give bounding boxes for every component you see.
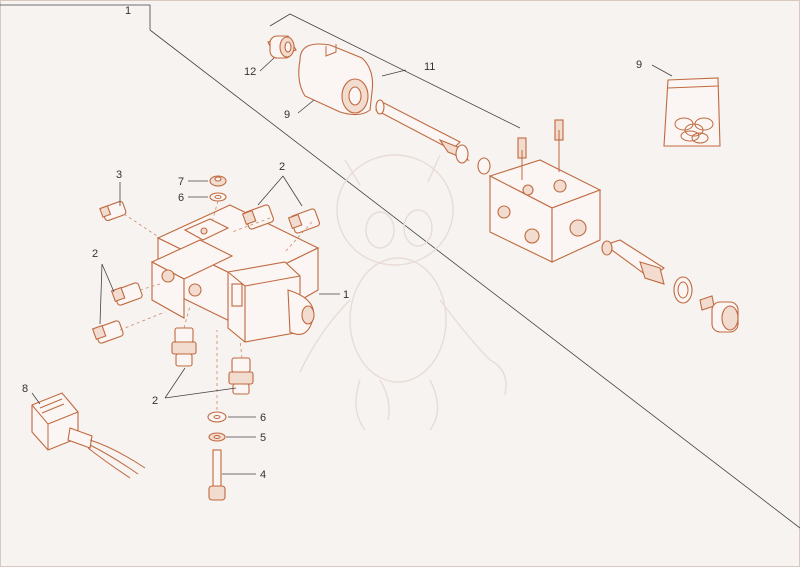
callout-9-coil: 9 — [284, 109, 290, 121]
callout-3: 3 — [116, 169, 122, 181]
callout-2-left: 2 — [92, 248, 98, 260]
callout-7: 7 — [178, 176, 184, 188]
washer-part-5 — [208, 432, 226, 442]
callout-1-right: 1 — [343, 289, 349, 301]
leader-lines — [31, 57, 673, 475]
callout-4: 4 — [260, 469, 266, 481]
dragon-watermark — [299, 154, 507, 431]
fitting-left-upper — [110, 282, 143, 306]
callout-11: 11 — [424, 61, 435, 73]
callout-8: 8 — [22, 383, 28, 395]
callout-2-top: 2 — [279, 161, 285, 173]
fitting-top-a — [241, 204, 274, 230]
callout-6-bottom: 6 — [260, 412, 266, 424]
fitting-part-3 — [99, 200, 127, 222]
valve-cartridge — [601, 239, 665, 285]
bolt-part-4 — [208, 449, 226, 501]
armature-tube-part-11 — [375, 99, 491, 175]
callout-1-top: 1 — [125, 5, 131, 17]
connector-part-8 — [31, 392, 146, 479]
callout-12: 12 — [244, 66, 256, 78]
nut-part-7 — [209, 175, 227, 187]
coil-part-9 — [298, 43, 374, 116]
o-ring-seal — [673, 276, 693, 304]
assembly-dashes-left — [119, 200, 313, 410]
fitting-bottom-b — [228, 357, 254, 395]
callout-6-top: 6 — [178, 192, 184, 204]
assembly-divider-line — [0, 4, 800, 529]
hydraulic-valve-block — [488, 130, 602, 263]
fitting-bottom-a — [171, 327, 197, 367]
fitting-left-lower — [91, 320, 124, 344]
washer-part-6-top — [209, 192, 227, 202]
fitting-top-b — [287, 208, 320, 234]
valve-solenoid — [227, 261, 315, 343]
washer-part-6-bottom — [207, 411, 227, 423]
pin-pair — [517, 119, 564, 159]
bracket-part-11 — [269, 13, 521, 129]
end-cap-nut — [699, 295, 739, 333]
knurled-nut-part-12 — [267, 35, 297, 59]
callout-2-bottom: 2 — [152, 395, 158, 407]
callout-9-kit: 9 — [636, 59, 642, 71]
callout-5: 5 — [260, 432, 266, 444]
seal-kit-bag-part-9 — [663, 77, 721, 147]
